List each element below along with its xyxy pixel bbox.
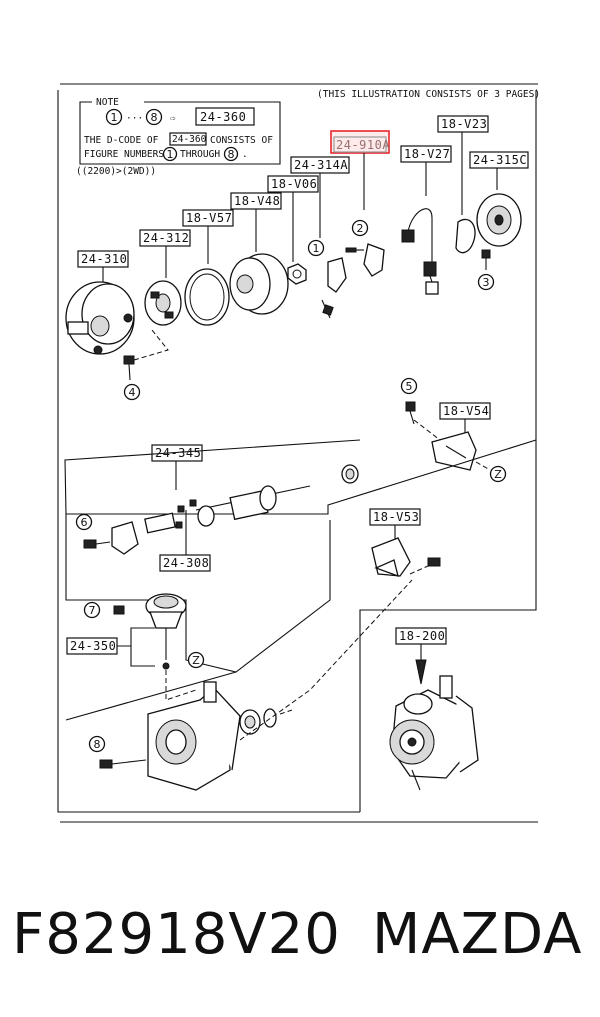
vacuum-unit: 7 Z bbox=[83, 593, 205, 701]
bracket-assembly: 5 Z bbox=[400, 377, 507, 483]
illustration-page-note: (THIS ILLUSTRATION CONSISTS OF 3 PAGES) bbox=[317, 89, 540, 100]
callout-3: 3 bbox=[483, 276, 490, 289]
label-24-308[interactable]: 24-308 bbox=[163, 556, 209, 570]
label-18-v54[interactable]: 18-V54 bbox=[443, 404, 489, 418]
signal-rotor bbox=[345, 243, 385, 277]
note-line2-a: FIGURE NUMBERS bbox=[84, 149, 164, 160]
label-18-v23[interactable]: 18-V23 bbox=[441, 117, 487, 131]
note-range-dots: ··· bbox=[126, 113, 143, 124]
frame-right-outline bbox=[359, 90, 537, 812]
leader-24-350-b bbox=[130, 646, 155, 667]
distributor-body: 8 bbox=[88, 579, 413, 791]
callout-z-lower: Z bbox=[192, 654, 200, 667]
note-line2-num2: 8 bbox=[228, 148, 235, 161]
label-box-24-308 bbox=[159, 554, 211, 572]
label-18-v27[interactable]: 18-V27 bbox=[404, 147, 450, 161]
clamp bbox=[371, 537, 441, 578]
callout-2: 2 bbox=[357, 222, 364, 235]
middle-box-top bbox=[64, 439, 361, 515]
top-callouts: 1 2 3 4 bbox=[123, 219, 495, 401]
note-range-from-circle bbox=[105, 108, 123, 126]
note-line2-end: . bbox=[242, 149, 248, 160]
note-line1-c: CONSISTS OF bbox=[210, 135, 273, 146]
note-line2-num1: 1 bbox=[167, 148, 174, 161]
label-24-350[interactable]: 24-350 bbox=[70, 639, 116, 653]
top-parts-row bbox=[65, 193, 522, 381]
lower-box-outline bbox=[65, 520, 331, 673]
frame-left-outline bbox=[57, 90, 360, 813]
label-24-314a[interactable]: 24-314A bbox=[294, 158, 348, 172]
label-24-345[interactable]: 24-345 bbox=[155, 446, 201, 460]
distributor-housing bbox=[65, 281, 135, 355]
brand-name: MAZDA bbox=[372, 902, 583, 967]
label-18-v53[interactable]: 18-V53 bbox=[373, 510, 419, 524]
label-24-310[interactable]: 24-310 bbox=[81, 252, 127, 266]
breaker-plate bbox=[144, 280, 182, 326]
callout-1: 1 bbox=[313, 242, 320, 255]
label-box-18-v23 bbox=[437, 115, 489, 133]
arrow-down-icon bbox=[415, 659, 427, 685]
note-ref-code: 24-360 bbox=[200, 110, 246, 124]
callout-5: 5 bbox=[406, 380, 413, 393]
exploded-parts-diagram: (THIS ILLUSTRATION CONSISTS OF 3 PAGES) … bbox=[57, 83, 540, 823]
note-line2-circle2 bbox=[223, 146, 239, 162]
label-18-v06[interactable]: 18-V06 bbox=[271, 177, 317, 191]
note-border bbox=[79, 101, 281, 165]
note-range-to-circle bbox=[145, 108, 163, 126]
wiring-harness bbox=[401, 208, 439, 295]
label-18-v48[interactable]: 18-V48 bbox=[234, 194, 280, 208]
label-24-312[interactable]: 24-312 bbox=[143, 231, 189, 245]
note-range-to: 8 bbox=[151, 111, 158, 124]
note-line2-b: THROUGH bbox=[180, 149, 220, 160]
callout-7: 7 bbox=[89, 604, 96, 617]
part-number: F82918V20 bbox=[12, 902, 341, 967]
label-box-24-910a bbox=[333, 136, 387, 153]
middle-box-outline bbox=[65, 439, 537, 575]
note-box: NOTE 1 ··· 8 ⇨ 24-360 THE D-CODE OF 24-3… bbox=[79, 97, 281, 165]
label-box-24-312 bbox=[139, 229, 191, 247]
condition-text: ((2200)>(2WD)) bbox=[76, 166, 156, 177]
leader-24-350-a bbox=[117, 627, 155, 647]
callout-z-upper: Z bbox=[494, 468, 502, 481]
label-24-910a[interactable]: 24-910A bbox=[336, 138, 390, 152]
note-line2-circle1 bbox=[162, 146, 178, 162]
rotor-cap bbox=[229, 253, 289, 315]
label-box-24-315c bbox=[469, 151, 529, 169]
pickup-coil bbox=[321, 257, 347, 319]
label-18-200[interactable]: 18-200 bbox=[399, 629, 445, 643]
dash-screw-4 bbox=[133, 329, 169, 361]
condenser bbox=[455, 218, 476, 254]
callout-6: 6 bbox=[81, 516, 88, 529]
callout-4: 4 bbox=[129, 386, 136, 399]
shaft-assembly: 6 bbox=[75, 464, 359, 555]
callout-8: 8 bbox=[94, 738, 101, 751]
note-range-from: 1 bbox=[111, 111, 118, 124]
part-label-group: 18-V23 18-V27 24-315C 24-314A 18-V06 18-… bbox=[66, 115, 529, 667]
vacuum-plate bbox=[476, 193, 522, 247]
note-line1-code: 24-360 bbox=[172, 134, 207, 145]
note-line1-box bbox=[169, 132, 207, 146]
lower-box-diag bbox=[65, 671, 237, 721]
note-line1-a: THE D-CODE OF bbox=[84, 135, 159, 146]
o-ring bbox=[184, 268, 230, 326]
dash-to-clamp bbox=[239, 579, 413, 741]
note-ref-box bbox=[195, 107, 255, 126]
complete-distributor bbox=[389, 659, 479, 791]
label-box-24-345 bbox=[151, 444, 203, 462]
note-title: NOTE bbox=[96, 97, 119, 108]
note-arrow-icon: ⇨ bbox=[170, 113, 176, 124]
label-24-315c[interactable]: 24-315C bbox=[473, 153, 527, 167]
label-18-v57[interactable]: 18-V57 bbox=[186, 211, 232, 225]
